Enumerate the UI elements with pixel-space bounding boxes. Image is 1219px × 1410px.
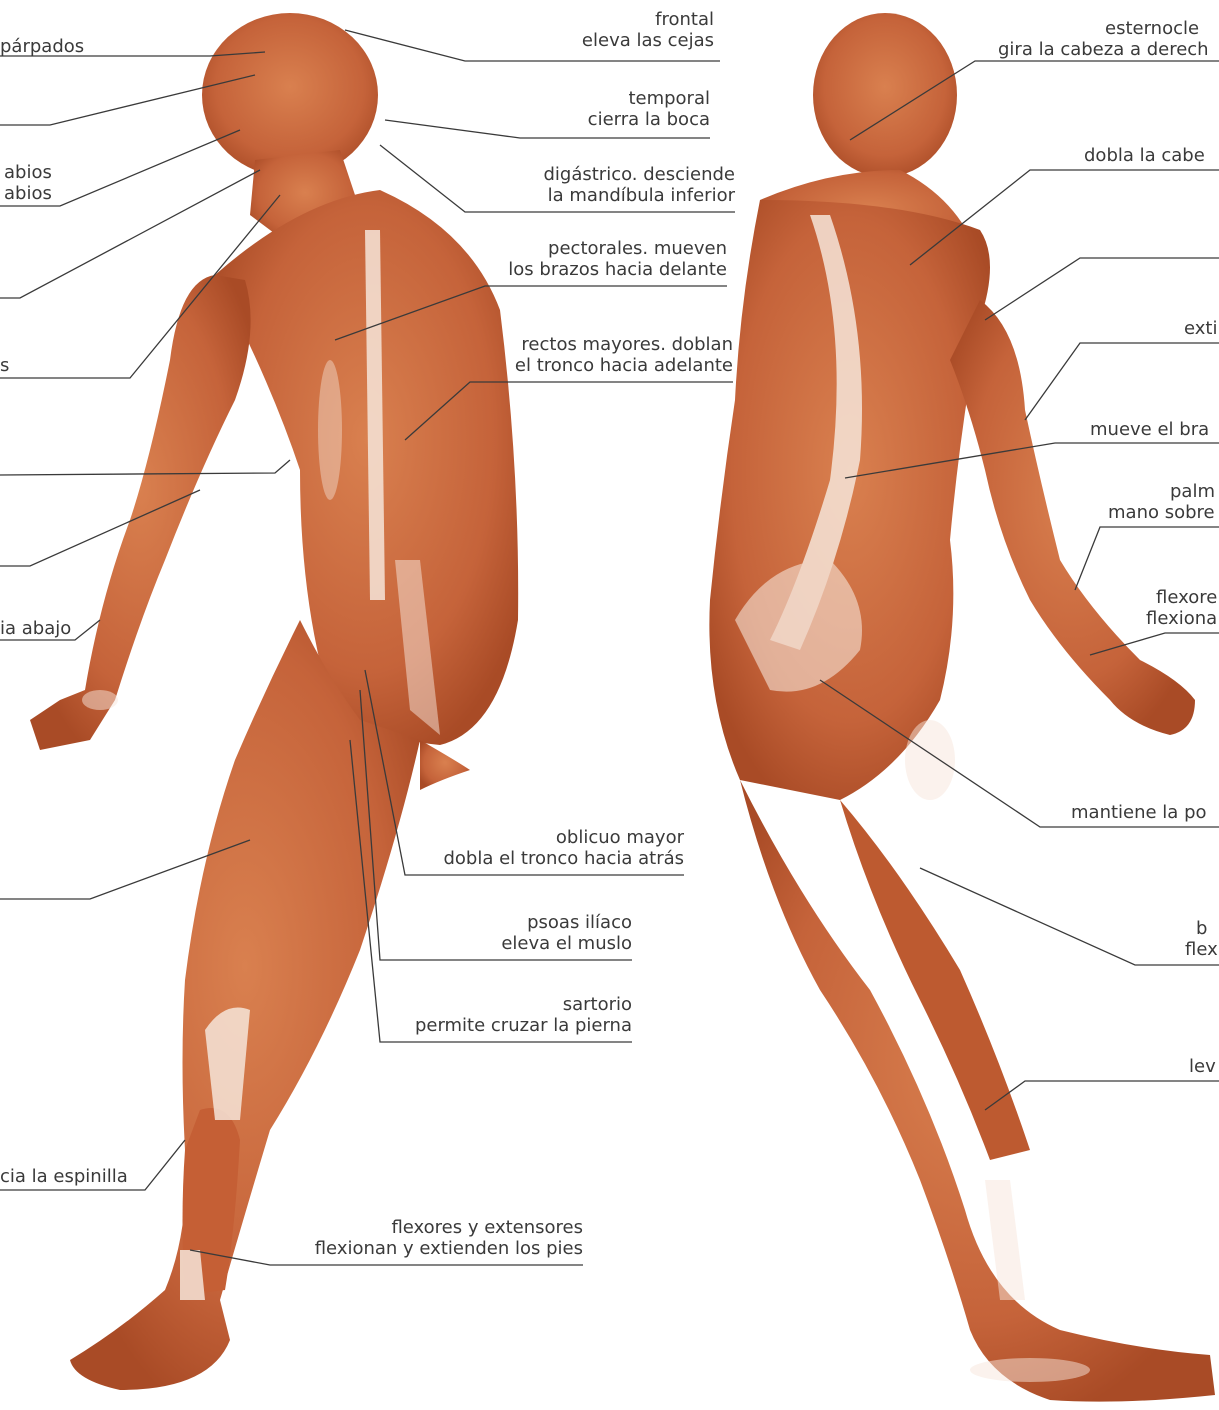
- label-labios: abios abios: [0, 162, 52, 204]
- label-extensor: exti: [1184, 318, 1217, 339]
- label-labios-line1: abios: [0, 162, 52, 183]
- label-sartorio-name: sartorio: [415, 994, 632, 1015]
- label-mueve-brazo-text: mueve el bra: [1090, 419, 1209, 440]
- label-esternocleido: esternocle: [1105, 18, 1199, 39]
- label-palmar: palm: [1170, 481, 1215, 502]
- label-esternocleido-name: esternocle: [1105, 18, 1199, 39]
- label-frontal-name: frontal: [582, 9, 714, 30]
- label-biceps-desc: flex: [1185, 939, 1218, 960]
- label-palmar-desc-text: mano sobre: [1108, 502, 1215, 523]
- label-frontal: frontal eleva las cejas: [582, 9, 714, 51]
- label-extensor-text: exti: [1184, 318, 1217, 339]
- label-temporal-desc: cierra la boca: [588, 109, 710, 130]
- label-flexores-pie-desc: flexionan y extienden los pies: [315, 1238, 583, 1259]
- label-abajo-text: ia abajo: [0, 618, 71, 639]
- label-sartorio: sartorio permite cruzar la pierna: [415, 994, 632, 1036]
- label-flexores-pie: flexores y extensores flexionan y extien…: [315, 1217, 583, 1259]
- label-sartorio-desc: permite cruzar la pierna: [415, 1015, 632, 1036]
- label-psoas: psoas ilíaco eleva el muslo: [501, 912, 632, 954]
- label-parpados: párpados: [0, 36, 84, 57]
- label-dobla-cabeza: dobla la cabe: [1084, 145, 1205, 166]
- label-esternocleido-desc-text: gira la cabeza a derech: [998, 39, 1209, 60]
- label-psoas-name: psoas ilíaco: [501, 912, 632, 933]
- label-s: s: [0, 355, 9, 376]
- label-flexores-pie-name: flexores y extensores: [315, 1217, 583, 1238]
- label-temporal-name: temporal: [588, 88, 710, 109]
- label-psoas-desc: eleva el muslo: [501, 933, 632, 954]
- label-esternocleido-desc: gira la cabeza a derech: [998, 39, 1209, 60]
- label-biceps-name: b: [1196, 918, 1207, 939]
- label-digastrico: digástrico. desciende la mandíbula infer…: [543, 164, 735, 206]
- label-palmar-desc: mano sobre: [1108, 502, 1215, 523]
- label-oblicuo-name: oblicuo mayor: [443, 827, 684, 848]
- label-pectorales-desc: los brazos hacia delante: [508, 259, 727, 280]
- label-palmar-name: palm: [1170, 481, 1215, 502]
- label-frontal-desc: eleva las cejas: [582, 30, 714, 51]
- label-flexores-mano-desc: flexiona: [1146, 608, 1217, 629]
- label-parpados-text: párpados: [0, 36, 84, 57]
- label-dobla-cabeza-text: dobla la cabe: [1084, 145, 1205, 166]
- label-pectorales-name: pectorales. mueven: [508, 238, 727, 259]
- label-flexores-mano-desc-text: flexiona: [1146, 608, 1217, 629]
- label-rectos-name: rectos mayores. doblan: [515, 334, 733, 355]
- label-abajo: ia abajo: [0, 618, 71, 639]
- label-biceps: b: [1196, 918, 1207, 939]
- label-flexores-mano: flexore: [1156, 587, 1217, 608]
- label-labios-line2: abios: [0, 183, 52, 204]
- label-oblicuo-desc: dobla el tronco hacia atrás: [443, 848, 684, 869]
- label-postura: mantiene la po: [1071, 802, 1207, 823]
- label-pectorales: pectorales. mueven los brazos hacia dela…: [508, 238, 727, 280]
- label-eleva: lev: [1189, 1056, 1216, 1077]
- label-rectos: rectos mayores. doblan el tronco hacia a…: [515, 334, 733, 376]
- label-biceps-desc-text: flex: [1185, 939, 1218, 960]
- label-mueve-brazo: mueve el bra: [1090, 419, 1209, 440]
- label-espinilla: cia la espinilla: [0, 1166, 128, 1187]
- back-figure: [709, 13, 1215, 1402]
- label-eleva-text: lev: [1189, 1056, 1216, 1077]
- label-rectos-desc: el tronco hacia adelante: [515, 355, 733, 376]
- label-s-text: s: [0, 355, 9, 376]
- label-espinilla-text: cia la espinilla: [0, 1166, 128, 1187]
- label-temporal: temporal cierra la boca: [588, 88, 710, 130]
- label-postura-text: mantiene la po: [1071, 802, 1207, 823]
- label-oblicuo: oblicuo mayor dobla el tronco hacia atrá…: [443, 827, 684, 869]
- label-digastrico-desc: la mandíbula inferior: [543, 185, 735, 206]
- label-flexores-mano-name: flexore: [1156, 587, 1217, 608]
- label-digastrico-name: digástrico. desciende: [543, 164, 735, 185]
